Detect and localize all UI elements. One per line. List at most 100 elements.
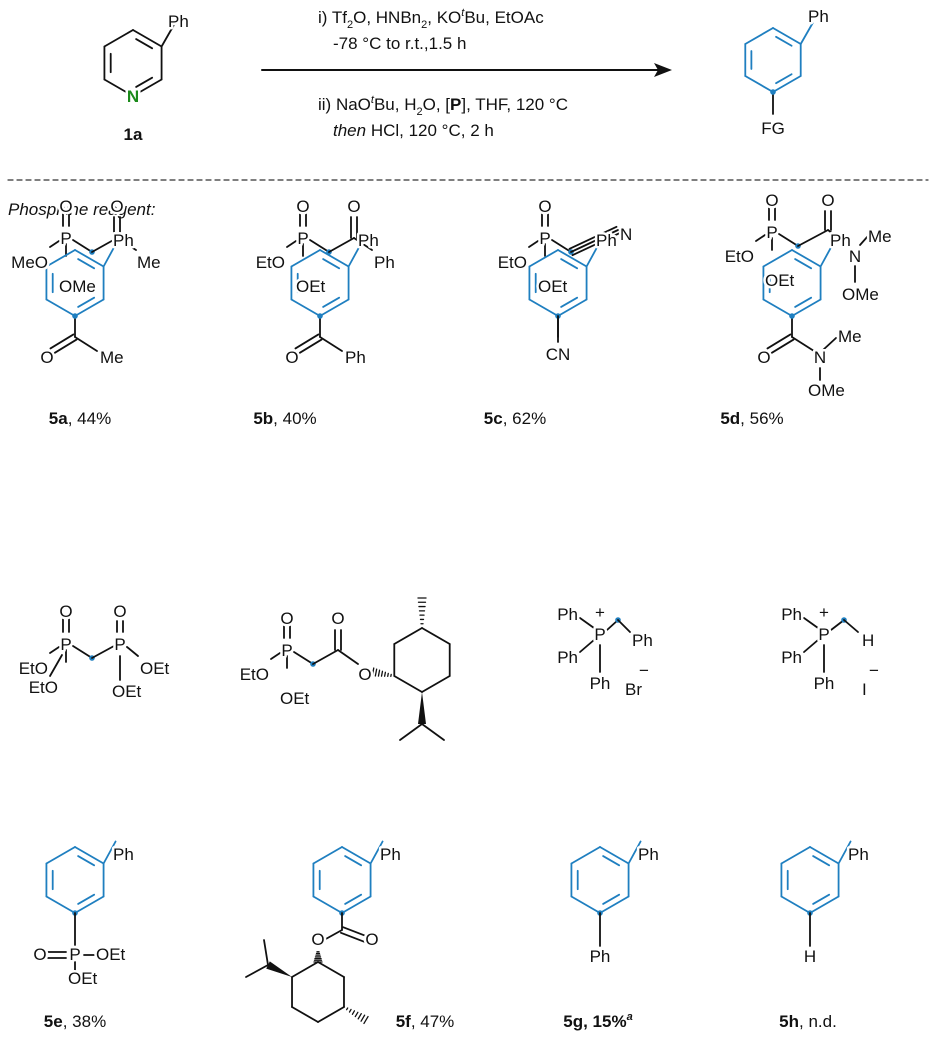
atom-label: OEt bbox=[296, 277, 326, 296]
bond bbox=[579, 639, 595, 653]
bond bbox=[755, 234, 766, 242]
bond bbox=[803, 639, 819, 653]
counterion-label: I bbox=[862, 680, 867, 699]
atom-label: Ph bbox=[380, 845, 401, 864]
product-5f: Ph O O 5f, 47% bbox=[309, 843, 455, 1032]
bond bbox=[859, 235, 869, 246]
arrowhead-icon bbox=[654, 63, 672, 77]
ring-bond bbox=[599, 846, 630, 865]
atom-label: P bbox=[114, 635, 125, 654]
reagent-e: O P EtO EtO O P OEt OEt bbox=[16, 600, 172, 704]
atom-label: Me bbox=[838, 327, 862, 346]
double-bond bbox=[769, 338, 795, 355]
bond bbox=[843, 619, 859, 633]
bond bbox=[160, 24, 175, 48]
bond bbox=[827, 229, 851, 248]
ring-double-bond bbox=[794, 296, 813, 308]
bond bbox=[74, 336, 98, 352]
product-5a: Ph O Me 5a, 44% bbox=[38, 229, 136, 429]
atom-label: Ph bbox=[781, 605, 802, 624]
bonds bbox=[7, 22, 929, 1025]
atom-label: Ph bbox=[113, 231, 134, 250]
atom-label: N bbox=[620, 225, 632, 244]
reagent-g: Ph + P Ph Ph Ph Br − bbox=[555, 603, 656, 700]
hashed-bond bbox=[354, 1011, 359, 1018]
atom-label: EtO bbox=[256, 253, 285, 272]
atom-label: EtO bbox=[29, 678, 58, 697]
ring-bond bbox=[317, 961, 345, 978]
reagent-b: O P EtO OEt O Ph bbox=[253, 195, 397, 299]
atom-label: Ph bbox=[168, 12, 189, 31]
atom-label: O bbox=[280, 609, 293, 628]
atom-label: O bbox=[285, 348, 298, 367]
ring-bond bbox=[780, 846, 811, 865]
compound-id: 1a bbox=[124, 125, 143, 144]
atom-label: O bbox=[110, 197, 123, 216]
compound-label: 5f, 47% bbox=[396, 1012, 455, 1031]
atom-label: P bbox=[297, 229, 308, 248]
atom-label: Ph bbox=[638, 845, 659, 864]
nitrogen-label: N bbox=[127, 87, 139, 106]
ring-bond bbox=[319, 249, 350, 268]
ring-double-bond bbox=[135, 76, 154, 88]
ring-bond bbox=[557, 298, 588, 317]
conditions-step1: i) Tf2O, HNBn2, KOtBu, EtOAc bbox=[318, 7, 544, 31]
bond bbox=[309, 239, 330, 253]
atom-label: Ph bbox=[358, 231, 379, 250]
ring-bond bbox=[74, 895, 105, 914]
atom-label: CN bbox=[546, 345, 571, 364]
ring-bond bbox=[744, 27, 774, 45]
bond bbox=[617, 619, 631, 633]
bond bbox=[270, 652, 281, 660]
atom-label: O bbox=[331, 609, 344, 628]
ring-bond bbox=[393, 675, 423, 693]
ring-bond bbox=[74, 298, 105, 317]
compound-label: 5a, 44% bbox=[49, 409, 111, 428]
atom-label: Ph bbox=[848, 845, 869, 864]
bond bbox=[579, 617, 595, 629]
conditions-step2-workup: then HCl, 120 °C, 2 h bbox=[333, 121, 494, 140]
ring-bond bbox=[319, 298, 350, 317]
ring-double-bond bbox=[775, 73, 793, 85]
bond bbox=[286, 240, 297, 248]
atom-label: Ph bbox=[596, 231, 617, 250]
compound-label: 5c, 62% bbox=[484, 409, 546, 428]
atom-label: P bbox=[281, 641, 292, 660]
bond bbox=[819, 243, 834, 268]
ring-bond bbox=[809, 846, 840, 865]
atom-label: OEt bbox=[96, 945, 126, 964]
atom-label: O bbox=[757, 348, 770, 367]
bond bbox=[799, 22, 814, 45]
charge-label: − bbox=[869, 661, 879, 680]
reactive-site-dot bbox=[72, 313, 78, 319]
reactive-site-dot bbox=[317, 313, 323, 319]
ring-bond bbox=[393, 627, 423, 645]
compound-label: 5b, 40% bbox=[253, 409, 316, 428]
ring-bond bbox=[762, 249, 793, 268]
atom-label: Ph bbox=[345, 348, 366, 367]
atom-label: OEt bbox=[538, 277, 568, 296]
ring-bond bbox=[290, 298, 321, 317]
hashed-bond bbox=[371, 667, 375, 677]
ring-bond bbox=[421, 627, 451, 645]
bond bbox=[49, 240, 60, 248]
bond bbox=[116, 237, 137, 251]
atom-label: N bbox=[849, 247, 861, 266]
bond bbox=[91, 237, 118, 253]
ring-bond bbox=[791, 249, 822, 268]
conditions-step1-temp: -78 °C to r.t.,1.5 h bbox=[333, 34, 466, 53]
hashed-bond bbox=[380, 670, 384, 677]
ring-double-bond bbox=[812, 855, 831, 867]
atom-label: Ph bbox=[557, 605, 578, 624]
ring-double-bond bbox=[560, 296, 579, 308]
atom-label: O bbox=[765, 191, 778, 210]
double-bond bbox=[49, 333, 75, 350]
bond bbox=[778, 233, 799, 247]
atom-label: Ph bbox=[830, 231, 851, 250]
ring-bond bbox=[290, 249, 321, 268]
atom-label: OEt bbox=[140, 659, 170, 678]
reaction-conditions: i) Tf2O, HNBn2, KOtBu, EtOAc -78 °C to r… bbox=[318, 7, 568, 140]
ring-bond bbox=[45, 895, 76, 914]
bond bbox=[797, 229, 829, 247]
